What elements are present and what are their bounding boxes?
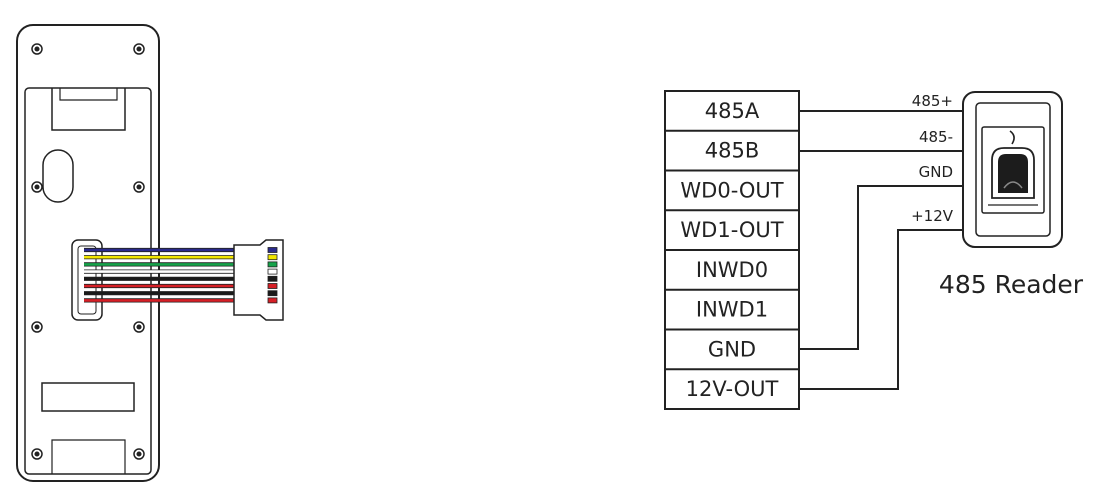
- wire-label-12v: +12V: [911, 207, 954, 225]
- device-top-notch: [51, 88, 126, 131]
- device-top-notch-inner: [59, 88, 118, 101]
- rs485-reader: 485 Reader: [939, 91, 1084, 299]
- screw-icon: [31, 448, 43, 460]
- reader-label: 485 Reader: [939, 270, 1084, 299]
- reader-led-indicator: [1009, 130, 1015, 145]
- terminal-label: GND: [708, 337, 756, 361]
- fingerprint-sensor-glint: [1003, 181, 1023, 189]
- connector-pin: [267, 247, 278, 253]
- connector-pin: [267, 268, 278, 275]
- screw-icon: [133, 43, 145, 55]
- wire-label-485plus: 485+: [912, 92, 953, 110]
- fingerprint-sensor-icon: [991, 147, 1035, 199]
- wire-lines: [799, 110, 963, 390]
- terminal-label: INWD1: [696, 298, 768, 322]
- device-bottom-tabs: [51, 439, 126, 474]
- terminal-label: 485B: [705, 139, 760, 163]
- device-oval-cutout: [42, 149, 74, 203]
- connector-pin: [267, 261, 278, 268]
- connector-pin: [267, 254, 278, 261]
- connector-pin: [267, 283, 278, 289]
- wire-gnd-to-gnd: [799, 185, 963, 350]
- screw-icon: [133, 321, 145, 333]
- connector-pins: [267, 247, 278, 304]
- screw-icon: [31, 181, 43, 193]
- screw-icon: [133, 448, 145, 460]
- device-label-area: [41, 382, 135, 412]
- device-back-panel: [16, 24, 160, 482]
- connector-pin: [267, 290, 278, 297]
- connector-pin: [267, 275, 278, 282]
- terminal-label: WD1-OUT: [680, 218, 783, 242]
- cable-connector: [233, 239, 284, 321]
- wire-label-485minus: 485-: [919, 128, 953, 146]
- cable-bundle: [84, 247, 236, 303]
- terminal-label: WD0-OUT: [680, 178, 783, 202]
- terminal-label: INWD0: [696, 258, 768, 282]
- wire-labels: 485+ 485- GND +12V: [911, 92, 954, 225]
- wire-label-gnd: GND: [919, 163, 953, 181]
- screw-icons: [31, 43, 145, 460]
- wire-12v-to-12v: [799, 229, 963, 390]
- terminal-label: 12V-OUT: [686, 377, 779, 401]
- terminal-label: 485A: [705, 99, 760, 123]
- screw-icon: [31, 43, 43, 55]
- connector-pin: [267, 297, 278, 304]
- screw-icon: [31, 321, 43, 333]
- screw-icon: [133, 181, 145, 193]
- fingerprint-sensor-window: [998, 154, 1028, 193]
